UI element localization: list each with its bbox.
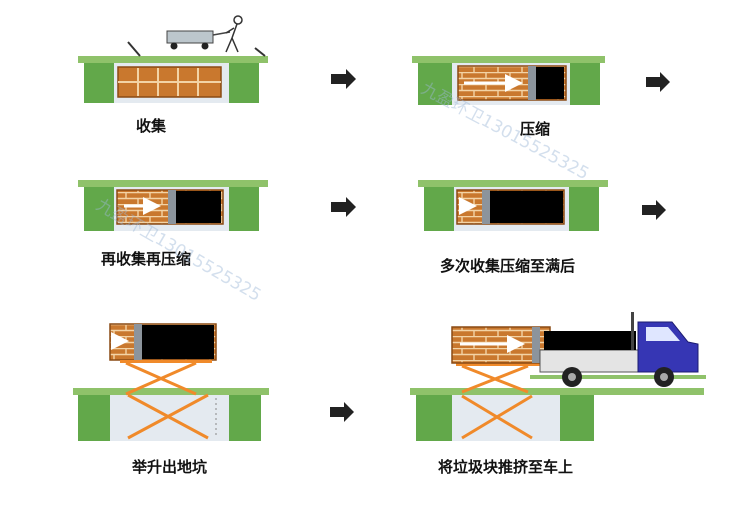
ground-slab xyxy=(73,388,269,395)
step-label-lift: 举升出地坑 xyxy=(131,458,207,476)
ram-plate xyxy=(482,190,490,224)
pit-wall-left xyxy=(78,395,110,441)
step-lift xyxy=(73,323,269,441)
pit-wall-right xyxy=(560,395,594,441)
pit-side-strip xyxy=(600,388,704,395)
step-collect xyxy=(78,15,268,103)
ground-slab xyxy=(412,56,605,63)
step-recollect xyxy=(78,180,268,231)
ground-slab xyxy=(78,56,268,63)
pit-wall-left xyxy=(424,187,454,231)
step-label-recollect: 再收集再压缩 xyxy=(101,250,191,268)
chute-lid-icon xyxy=(254,47,266,57)
lift-platform xyxy=(120,360,212,363)
pit-wall-right xyxy=(229,187,259,231)
scissor-lift xyxy=(461,364,533,440)
collection-cart-icon xyxy=(166,30,231,50)
compressed-garbage xyxy=(142,325,214,359)
truck-load xyxy=(544,331,636,350)
open-lid-icon xyxy=(127,41,141,57)
ground-slab xyxy=(78,180,268,187)
exhaust-pipe xyxy=(631,312,634,350)
pit-wall-right xyxy=(570,63,600,105)
ram-plate xyxy=(532,327,540,363)
truck-window xyxy=(646,327,680,341)
arrow-right-icon xyxy=(646,72,670,92)
step-unload xyxy=(410,312,706,441)
pit-wall-left xyxy=(416,395,452,441)
pit-wall-right xyxy=(569,187,599,231)
lift-platform xyxy=(456,363,542,366)
box-slats xyxy=(118,68,221,96)
ground-slab xyxy=(418,180,608,187)
pit-wall-left xyxy=(84,187,114,231)
truck-hub xyxy=(660,373,668,381)
ground-slab xyxy=(410,388,605,395)
step-label-unload: 将垃圾块推挤至车上 xyxy=(438,458,573,476)
step-full xyxy=(418,180,608,231)
ram-plate xyxy=(168,190,176,224)
truck-hub xyxy=(568,373,576,381)
compressed-garbage xyxy=(176,191,221,223)
pit-wall-right xyxy=(229,395,261,441)
arrow-right-icon xyxy=(330,402,354,422)
garbage-truck-icon xyxy=(539,312,699,387)
arrow-right-icon xyxy=(331,197,356,217)
step-compress xyxy=(412,56,605,105)
step-label-compress: 压缩 xyxy=(520,120,550,138)
ram-plate xyxy=(528,66,536,100)
compressed-garbage xyxy=(536,67,564,99)
ram-plate xyxy=(134,324,142,360)
arrow-right-icon xyxy=(331,69,356,89)
compressed-garbage xyxy=(490,191,563,223)
road-strip xyxy=(530,375,706,379)
arrow-right-icon xyxy=(642,200,666,220)
truck-bed xyxy=(539,349,641,373)
pit-wall-left xyxy=(84,63,114,103)
step-label-collect: 收集 xyxy=(136,117,167,135)
scissor-lift xyxy=(125,361,209,440)
worker-icon xyxy=(225,15,243,53)
pit-wall-right xyxy=(229,63,259,103)
pit-wall-left xyxy=(418,63,452,105)
step-label-full: 多次收集压缩至满后 xyxy=(440,257,575,275)
